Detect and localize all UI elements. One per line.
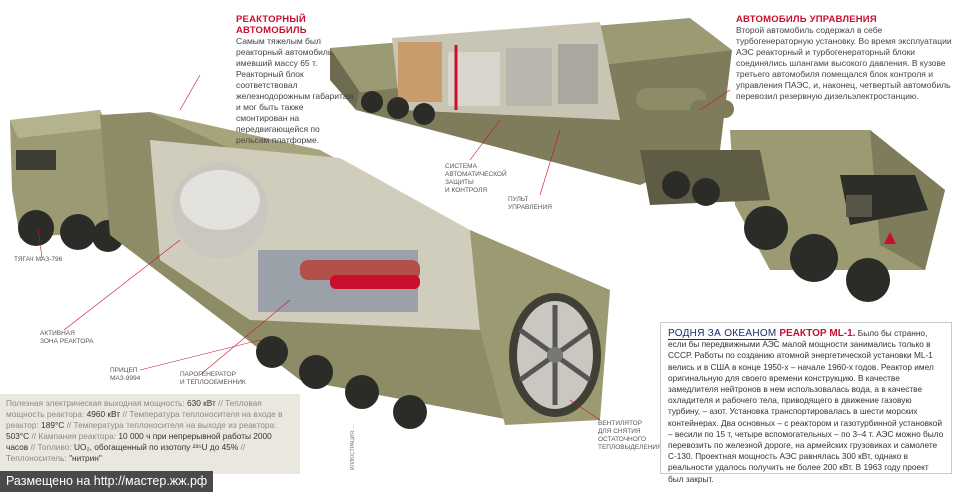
illustration-credit: ИЛЛЮСТРАЦИЯ: ... bbox=[350, 424, 356, 470]
label-protection-system: Система автоматической защиты и контроля bbox=[445, 163, 507, 194]
control-car-text: Второй автомобиль содержал в себе турбог… bbox=[736, 25, 952, 101]
label-fan: Вентилятор для снятия остаточного теплов… bbox=[598, 420, 662, 451]
control-car-title: Автомобиль управления bbox=[736, 14, 877, 25]
label-steam-generator: Парогенератор и теплообменник bbox=[180, 371, 246, 386]
reactor-car-callout: Реакторный автомобиль Самым тяжелым был … bbox=[236, 14, 354, 146]
control-truck bbox=[330, 18, 945, 302]
ml1-heading: Родня за океаном Реактор ML-1. bbox=[668, 328, 856, 340]
control-car-callout: Автомобиль управления Второй автомобиль … bbox=[736, 14, 954, 102]
specifications-panel: Полезная электрическая выходная мощность… bbox=[0, 394, 300, 474]
reactor-car-title: Реакторный автомобиль bbox=[236, 14, 307, 36]
label-control-panel: Пульт управления bbox=[508, 196, 552, 211]
leader-lines bbox=[37, 74, 731, 421]
reactor-car-text: Самым тяжелым был реакторный автомобиль,… bbox=[236, 36, 354, 145]
label-reactor-zone: Активная зона реактора bbox=[40, 330, 94, 345]
label-tractor: Тягач МАЗ-796 bbox=[14, 256, 63, 263]
ml1-text: Было бы странно, если бы передвижными АЭ… bbox=[668, 328, 944, 484]
ml1-reactor-box: Родня за океаном Реактор ML-1. Было бы с… bbox=[660, 322, 952, 484]
reactor-truck bbox=[10, 110, 610, 429]
source-credit-link[interactable]: Размещено на http://мастер.жж.рф bbox=[0, 471, 214, 492]
label-trailer: Прицеп МАЗ-9994 bbox=[110, 367, 141, 382]
